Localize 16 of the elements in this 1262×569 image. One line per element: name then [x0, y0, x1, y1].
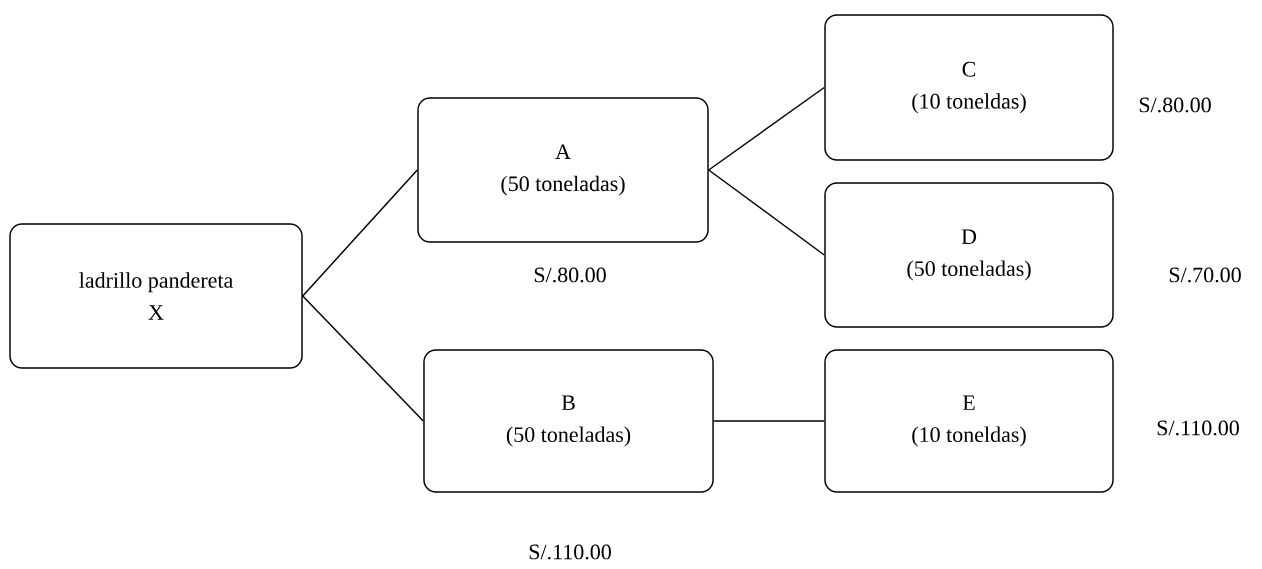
tree-box: ladrillo pandereta X [9, 223, 303, 369]
connector-line [708, 86, 825, 171]
price-label: S/.80.00 [534, 267, 606, 283]
price-label: S/.110.00 [529, 544, 611, 560]
connector-line [302, 169, 418, 297]
tree-box: A (50 toneladas) [417, 97, 709, 243]
connector-line [708, 169, 825, 256]
price-label: S/.70.00 [1169, 267, 1241, 283]
connector-line [302, 295, 424, 422]
tree-box: E (10 toneldas) [824, 349, 1114, 493]
tree-box: B (50 toneladas) [423, 349, 714, 493]
price-label: S/.110.00 [1157, 420, 1239, 436]
tree-box: C (10 toneldas) [824, 14, 1114, 161]
price-label: S/.80.00 [1139, 97, 1211, 113]
tree-box: D (50 toneladas) [824, 182, 1114, 328]
connector-line [713, 420, 825, 422]
